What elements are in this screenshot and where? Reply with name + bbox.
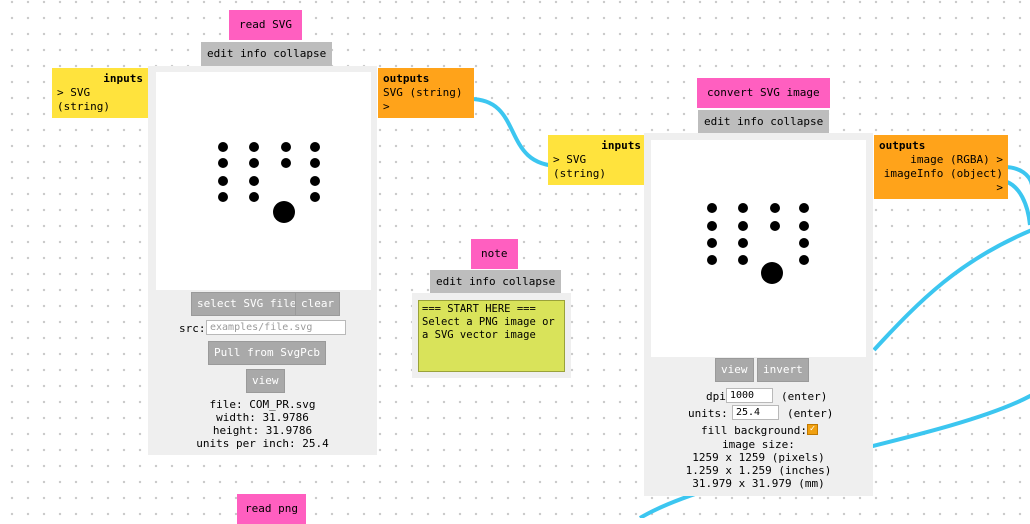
src-placeholder: examples/file.svg: [210, 322, 313, 333]
file-width: width: 31.9786: [216, 411, 309, 424]
dpi-input[interactable]: 1000: [726, 388, 773, 403]
image-size-title: image size:: [722, 438, 795, 451]
note-menu[interactable]: edit info collapse: [430, 270, 562, 294]
convert-svg-image-title[interactable]: convert SVG image: [697, 78, 830, 108]
convert-inputs: inputs > SVG (string): [548, 135, 646, 185]
src-label: src:: [179, 322, 206, 335]
outputs-header: outputs: [383, 72, 430, 85]
imageinfo-output-port[interactable]: imageInfo (object) >: [883, 167, 1003, 194]
units-label: units:: [688, 407, 728, 420]
file-height: height: 31.9786: [212, 424, 313, 437]
svg-preview-canvas: [156, 72, 371, 290]
note-title[interactable]: note: [471, 239, 518, 269]
note-textarea[interactable]: === START HERE === Select a PNG image or…: [418, 300, 565, 372]
file-name: file: COM_PR.svg: [209, 398, 316, 411]
clear-button[interactable]: clear: [295, 292, 341, 316]
read-svg-panel: select SVG file clear src: examples/file…: [148, 66, 377, 455]
dpi-hint: (enter): [781, 390, 828, 403]
units-hint: (enter): [787, 407, 834, 420]
image-size-mm: 31.979 x 31.979 (mm): [692, 477, 825, 490]
fill-background-checkbox[interactable]: ✓: [807, 424, 818, 435]
read-svg-inputs: inputs > SVG (string): [52, 68, 148, 118]
convert-panel: view invert dpi: 1000 (enter) units: 25.…: [644, 133, 873, 496]
units-per-inch: units per inch: 25.4: [196, 437, 329, 450]
note-panel: === START HERE === Select a PNG image or…: [412, 293, 571, 378]
svg-output-port[interactable]: SVG (string) >: [383, 86, 463, 113]
read-svg-outputs: outputs SVG (string) >: [378, 68, 474, 118]
inputs-header: inputs: [601, 139, 641, 152]
read-svg-view-button[interactable]: view: [246, 369, 285, 393]
image-rgba-output-port[interactable]: image (RGBA) >: [910, 153, 1003, 166]
wire-incoming-1[interactable]: [872, 228, 1030, 352]
read-svg-title[interactable]: read SVG: [229, 10, 302, 40]
invert-button[interactable]: invert: [757, 358, 809, 382]
image-preview-canvas: [651, 140, 866, 357]
svg-input-port[interactable]: > SVG (string): [553, 153, 606, 180]
read-png-title[interactable]: read png: [237, 494, 306, 524]
image-size-inches: 1.259 x 1.259 (inches): [685, 464, 832, 477]
inputs-header: inputs: [103, 72, 143, 85]
svg-file-info: file: COM_PR.svg width: 31.9786 height: …: [148, 398, 377, 450]
dpi-label: dpi:: [706, 390, 733, 403]
outputs-header: outputs: [879, 139, 926, 152]
src-input[interactable]: examples/file.svg: [206, 320, 346, 335]
units-input[interactable]: 25.4: [732, 405, 779, 420]
image-size-info: image size: 1259 x 1259 (pixels) 1.259 x…: [644, 438, 873, 490]
image-size-pixels: 1259 x 1259 (pixels): [692, 451, 825, 464]
fill-background-label: fill background:: [701, 424, 807, 437]
convert-view-button[interactable]: view: [715, 358, 754, 382]
convert-outputs: outputs image (RGBA) > imageInfo (object…: [874, 135, 1008, 199]
svg-input-port[interactable]: > SVG (string): [57, 86, 110, 113]
wire-svg-to-convert[interactable]: [469, 97, 561, 168]
convert-menu[interactable]: edit info collapse: [698, 110, 830, 134]
read-svg-menu[interactable]: edit info collapse: [201, 42, 333, 66]
select-svg-file-button[interactable]: select SVG file: [191, 292, 303, 316]
pull-from-svgpcb-button[interactable]: Pull from SvgPcb: [208, 341, 326, 365]
